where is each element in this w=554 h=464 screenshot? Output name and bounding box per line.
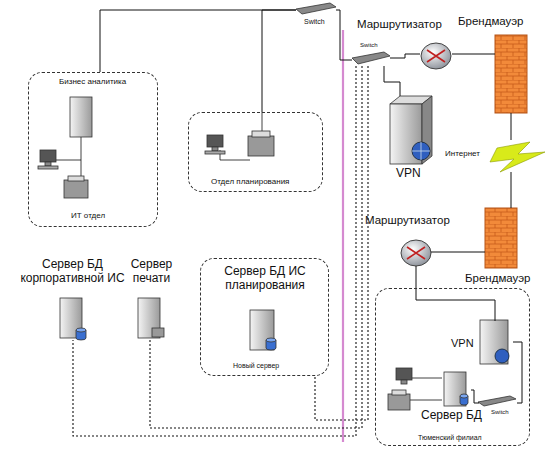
node-label: Маршрутизатор — [365, 214, 450, 227]
network-link — [471, 390, 479, 403]
network-link — [100, 10, 296, 72]
network-link — [513, 342, 522, 403]
node-label: VPN — [396, 167, 421, 181]
switch-icon — [352, 52, 390, 64]
node-label: ИТ отдел — [71, 211, 105, 220]
network-link — [511, 172, 512, 208]
branch-group: Тюменский филиалVPNСервер БДSwitch — [375, 288, 530, 446]
node-label: Брендмауэр — [465, 272, 530, 285]
firewall: Брендмауэр — [495, 35, 527, 113]
backbone-line — [342, 30, 344, 442]
planning-devices — [205, 112, 274, 160]
node-label: Сервер БД ИС планирования — [205, 265, 325, 293]
department-group: Отдел планирования — [188, 112, 323, 192]
firewall-icon — [495, 35, 527, 113]
node-label: VPN — [451, 337, 474, 350]
router-icon — [421, 43, 451, 69]
node-label: Маршрутизатор — [357, 18, 442, 31]
node-label: Switch — [304, 18, 325, 26]
switch: Switch — [479, 397, 517, 411]
db-server: Сервер БД — [443, 371, 471, 407]
network-link — [315, 66, 368, 420]
branch-devices — [388, 320, 516, 410]
vpn-server: VPN — [390, 96, 432, 164]
network-link — [390, 54, 420, 58]
node-label: Сервер БД — [421, 409, 482, 423]
node-label: Новый сервер — [233, 362, 279, 370]
node-label: Switch — [491, 409, 509, 416]
firewall: Брендмауэр — [485, 208, 517, 268]
network-link — [336, 10, 352, 60]
it-devices — [38, 97, 92, 198]
network-link — [452, 54, 495, 55]
node-label: Брендмауэр — [458, 15, 523, 28]
vpn-server: VPN — [481, 321, 513, 365]
network-link — [511, 113, 512, 140]
node-label: Тюменский филиал — [418, 434, 482, 442]
network-link — [431, 252, 485, 253]
internet-symbol — [490, 142, 545, 172]
router: Маршрутизатор — [401, 240, 431, 266]
print-server: Сервер печати — [136, 296, 166, 340]
node-label: Сервер БД корпоративной ИС — [10, 258, 135, 286]
network-link — [384, 66, 400, 96]
node-label: Сервер печати — [114, 258, 189, 286]
print-server-icon — [138, 298, 164, 338]
vpn-server-icon — [390, 96, 432, 164]
firewall-icon — [485, 208, 517, 268]
node-label: Отдел планирования — [211, 177, 289, 186]
db-server-icon — [250, 310, 276, 350]
node-label: Интернет — [445, 149, 480, 158]
node-label: Switch — [360, 42, 378, 49]
switch-icon — [296, 3, 336, 14]
router-icon — [401, 240, 431, 266]
network-link — [262, 10, 296, 112]
switch: Switch — [352, 52, 390, 66]
switch: Switch — [296, 3, 336, 17]
router: Маршрутизатор — [420, 40, 452, 70]
department-group: Бизнес аналитика ИТ отдел — [28, 72, 158, 227]
internet-cloud: Интернет — [445, 140, 545, 172]
network-link — [150, 66, 362, 428]
db-server: Сервер БД корпоративной ИС — [58, 296, 86, 340]
server-group: Сервер БД ИС планированияНовый сервер — [200, 258, 329, 376]
db-server-icon — [60, 298, 86, 340]
node-label: Бизнес аналитика — [59, 77, 126, 86]
network-link — [73, 66, 356, 436]
